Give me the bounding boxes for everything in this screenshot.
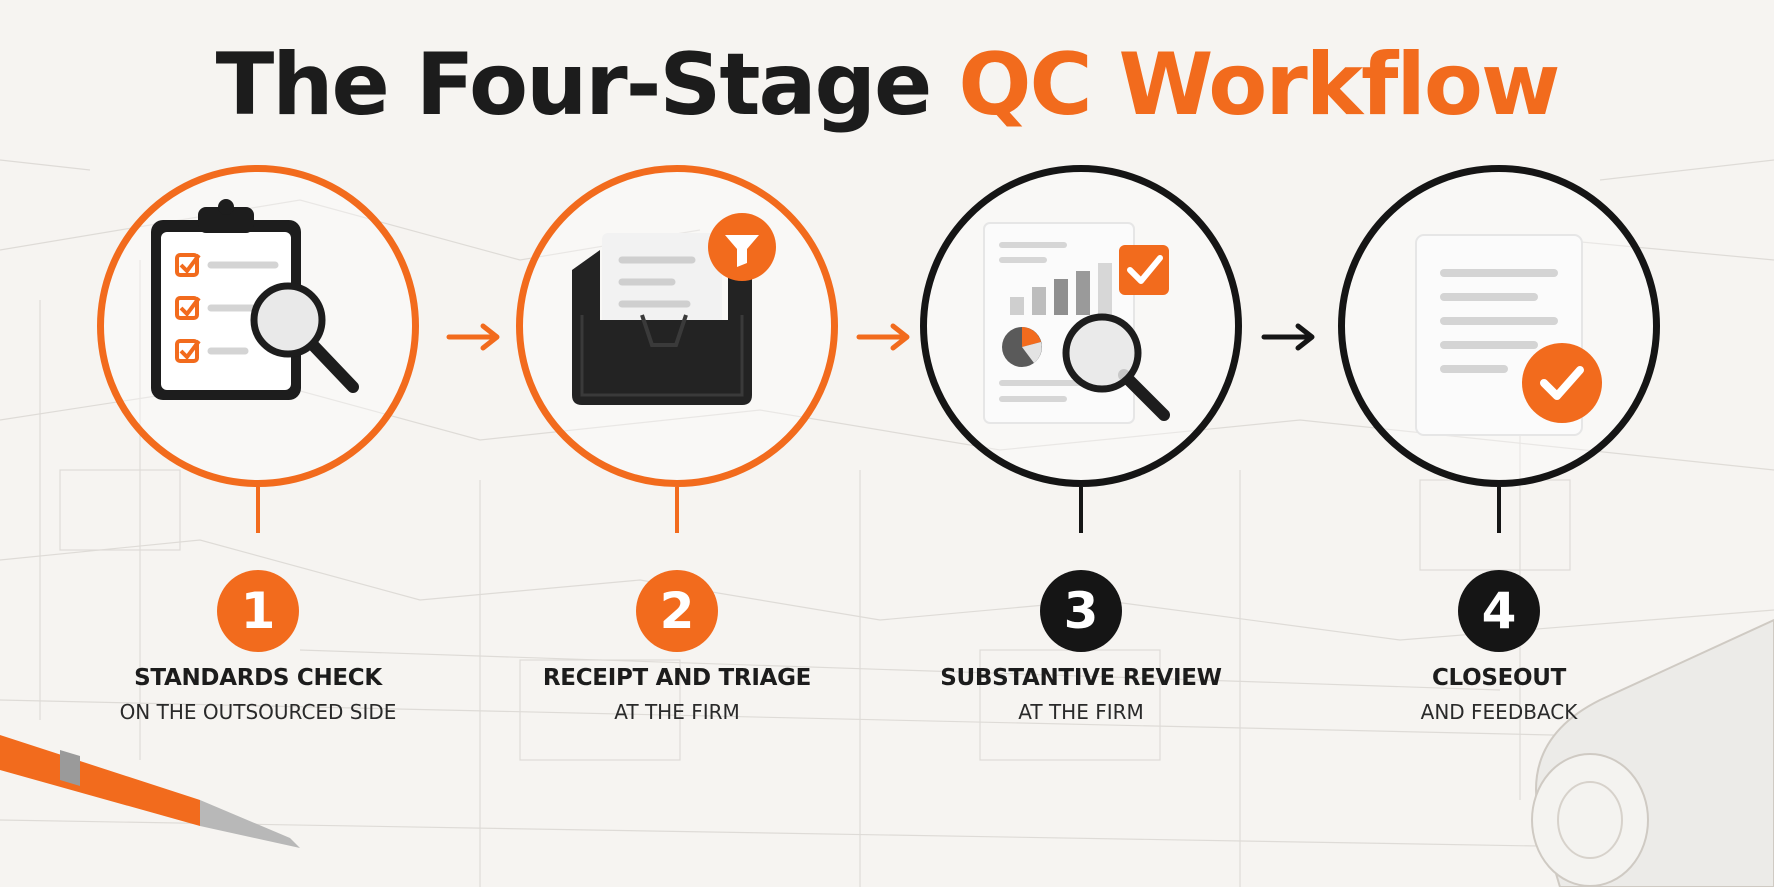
- stage-connector: [675, 487, 679, 533]
- document-check-icon: [1415, 234, 1602, 436]
- stage-title: RECEIPT AND TRIAGE: [542, 665, 812, 691]
- report-magnifier-icon: [983, 222, 1170, 424]
- pen-decoration: [0, 735, 300, 848]
- stage-title: SUBSTANTIVE REVIEW: [940, 665, 1222, 691]
- stage-subtitle: AT THE FIRM: [614, 700, 740, 724]
- stage-number-badge: 1: [217, 570, 299, 652]
- stage-subtitle: AND FEEDBACK: [1420, 700, 1578, 724]
- stage-title: CLOSEOUT: [1431, 665, 1567, 691]
- stage-number-badge: 4: [1458, 570, 1540, 652]
- title-accent: QC Workflow: [958, 35, 1560, 135]
- stage-2: 2 RECEIPT AND TRIAGE AT THE FIRM: [512, 165, 852, 725]
- stage-3: 3 SUBSTANTIVE REVIEW AT THE FIRM: [916, 165, 1256, 725]
- title-main: The Four-Stage: [215, 35, 933, 135]
- arrow-right-icon: [1261, 323, 1315, 351]
- stage-title: STANDARDS CHECK: [134, 665, 382, 691]
- page-title: The Four-Stage QC Workflow: [0, 42, 1774, 128]
- stage-1: 1 STANDARDS CHECK ON THE OUTSOURCED SIDE: [93, 165, 433, 725]
- inbox-tray-filter-icon: [572, 213, 776, 405]
- stage-connector: [1079, 487, 1083, 533]
- clipboard-magnifier-icon: [151, 199, 359, 400]
- stage-number-badge: 2: [636, 570, 718, 652]
- stage-number-badge: 3: [1040, 570, 1122, 652]
- stage-connector: [1497, 487, 1501, 533]
- stage-subtitle: AT THE FIRM: [1018, 700, 1144, 724]
- rolled-plans-decoration: [1531, 618, 1774, 887]
- arrow-right-icon: [446, 323, 500, 351]
- stage-4: 4 CLOSEOUT AND FEEDBACK: [1334, 165, 1674, 725]
- stage-connector: [256, 487, 260, 533]
- stage-subtitle: ON THE OUTSOURCED SIDE: [119, 700, 397, 724]
- arrow-right-icon: [856, 323, 910, 351]
